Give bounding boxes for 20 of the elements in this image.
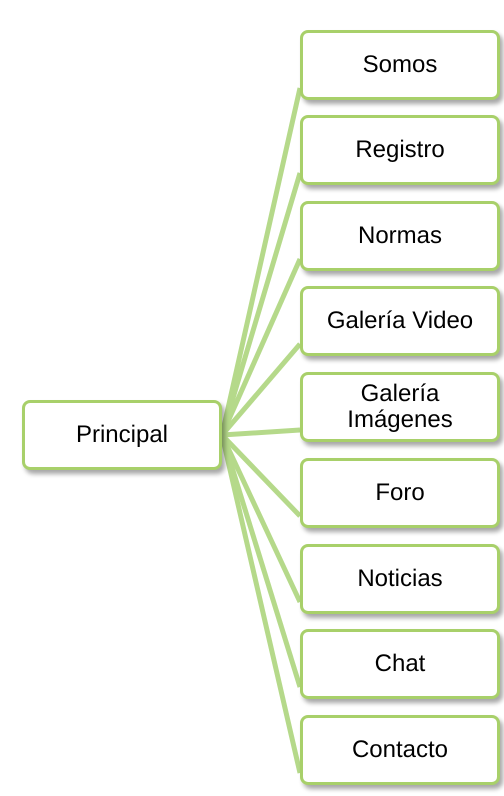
menu-box	[300, 372, 500, 442]
menu-box	[300, 201, 500, 271]
box-label: Principal	[74, 422, 170, 448]
menu-box	[300, 286, 500, 356]
box-label: Noticias	[356, 566, 444, 592]
menu-box	[300, 629, 500, 699]
menu-box	[300, 115, 500, 185]
box-label: Galería Imágenes	[346, 381, 454, 433]
menu-box	[300, 544, 500, 614]
box-label: Somos	[362, 52, 438, 78]
menu-box	[300, 458, 500, 528]
box-label: Contacto	[350, 737, 450, 763]
box-label: Normas	[356, 223, 443, 249]
box-label: Chat	[374, 651, 426, 677]
menu-box	[300, 30, 500, 100]
menu-box	[22, 400, 222, 470]
box-label: Registro	[354, 137, 446, 163]
menu-box	[300, 715, 500, 785]
box-label: Galería Video	[326, 308, 474, 334]
box-label: Foro	[374, 480, 426, 506]
